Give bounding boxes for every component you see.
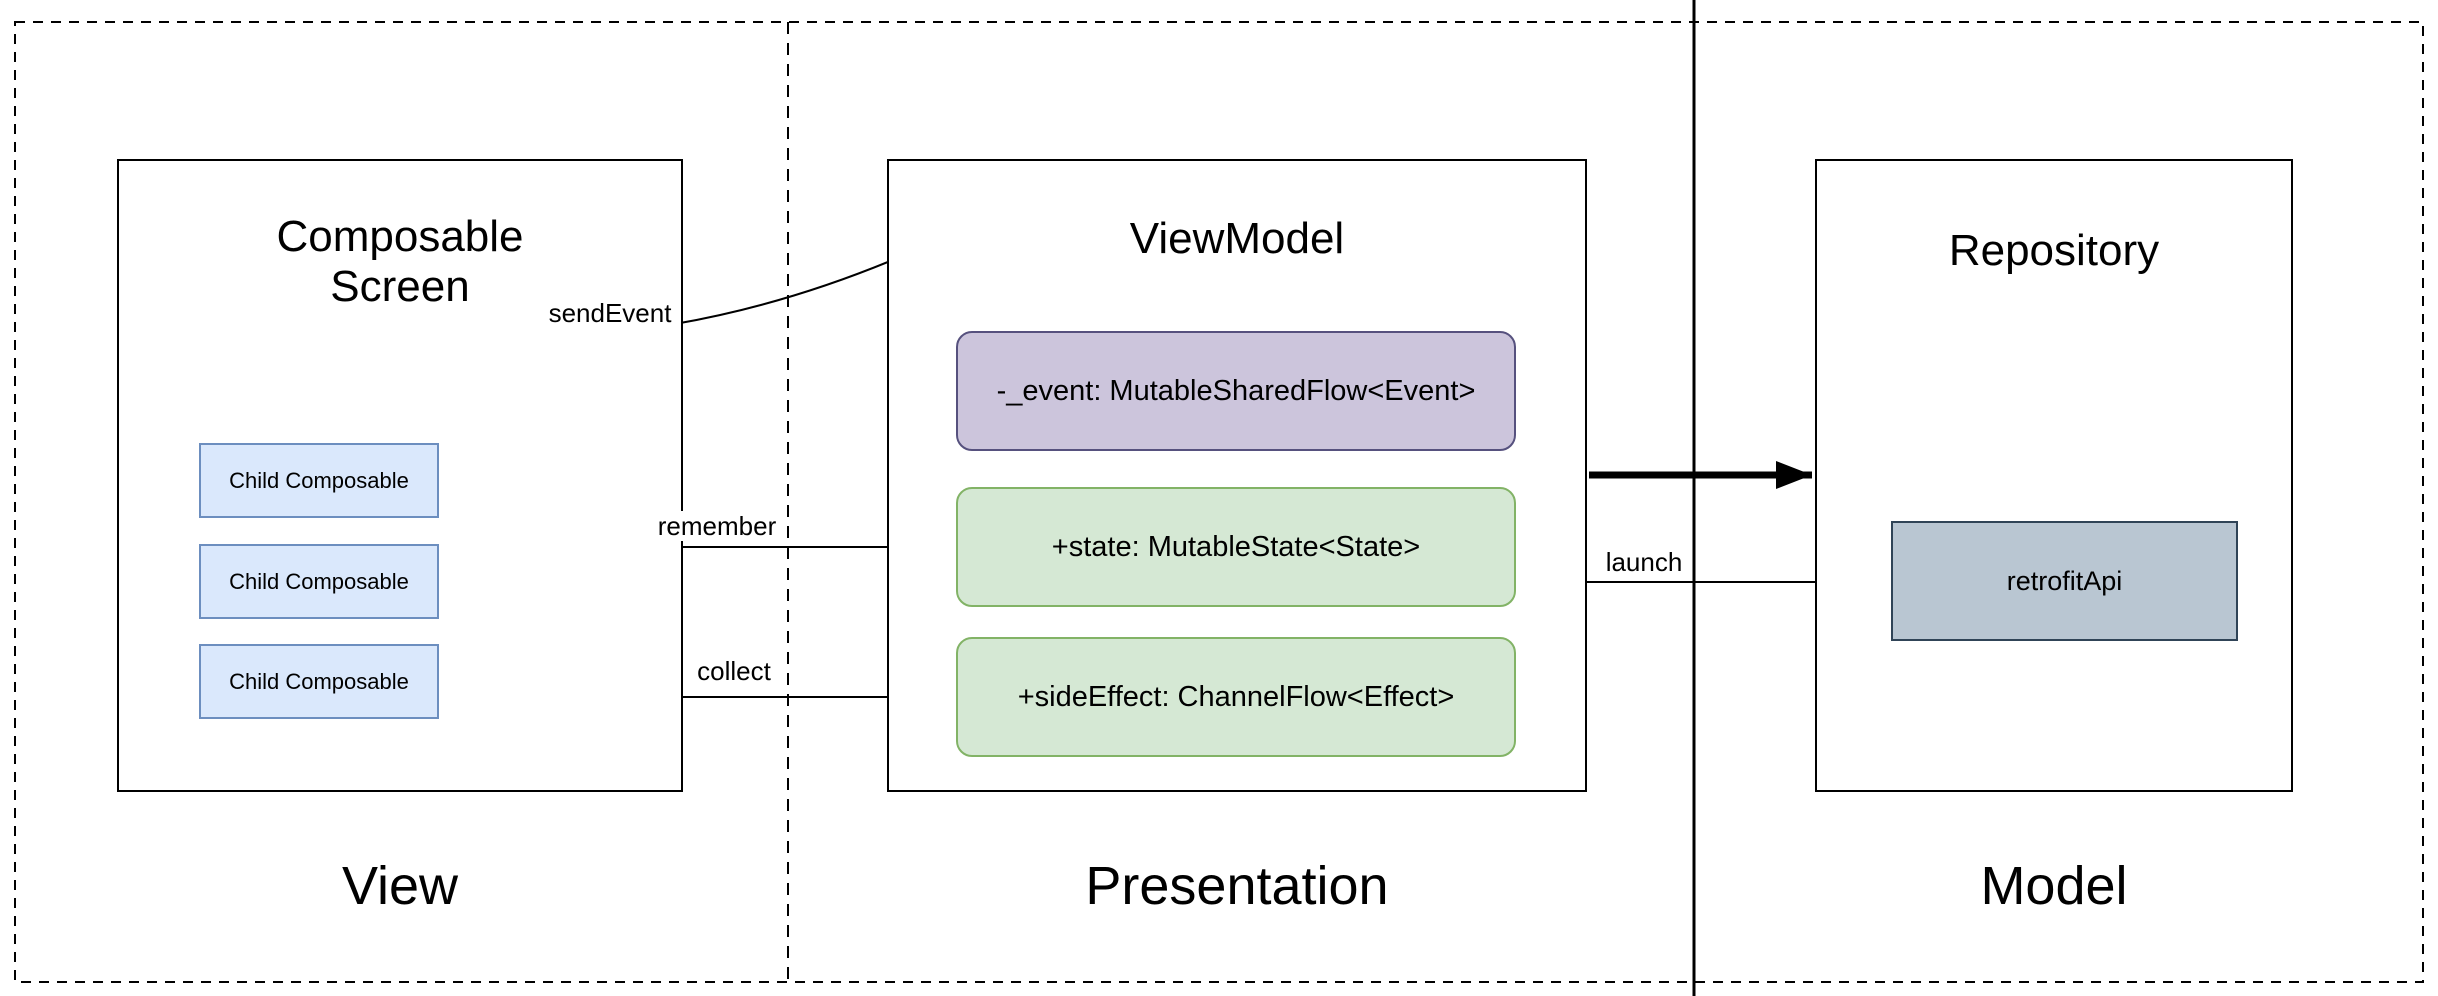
- repository-box: [1815, 159, 2293, 792]
- remember-label: remember: [654, 511, 780, 541]
- outer-dashed-border: [14, 21, 2424, 983]
- child-composable-box: Child Composable: [199, 544, 439, 619]
- launch-label: launch: [1602, 547, 1686, 577]
- collect-label: collect: [694, 656, 774, 686]
- child-composable-label: Child Composable: [229, 467, 409, 493]
- retrofit-api-label: retrofitApi: [2006, 565, 2123, 596]
- view-label: View: [341, 856, 459, 916]
- composable-screen-title: Composable Screen: [117, 212, 683, 312]
- child-composable-label: Child Composable: [229, 568, 409, 594]
- model-label: Model: [1980, 856, 2128, 916]
- retrofit-api-box: retrofitApi: [1891, 521, 2238, 641]
- child-composable-box: Child Composable: [199, 644, 439, 719]
- repository-title: Repository: [1948, 226, 2160, 275]
- child-composable-label: Child Composable: [229, 668, 409, 694]
- side-effect-flow-box: +sideEffect: ChannelFlow<Effect>: [956, 637, 1516, 757]
- event-flow-box: -_event: MutableSharedFlow<Event>: [956, 331, 1516, 451]
- state-flow-label: +state: MutableState<State>: [1051, 530, 1421, 563]
- state-flow-box: +state: MutableState<State>: [956, 487, 1516, 607]
- presentation-label: Presentation: [1085, 856, 1389, 916]
- viewmodel-title: ViewModel: [1129, 214, 1345, 263]
- send-event-label: sendEvent: [545, 298, 675, 328]
- composable-screen-title-text: Composable Screen: [276, 212, 524, 311]
- side-effect-flow-label: +sideEffect: ChannelFlow<Effect>: [1017, 680, 1455, 713]
- event-flow-label: -_event: MutableSharedFlow<Event>: [996, 374, 1476, 407]
- child-composable-box: Child Composable: [199, 443, 439, 518]
